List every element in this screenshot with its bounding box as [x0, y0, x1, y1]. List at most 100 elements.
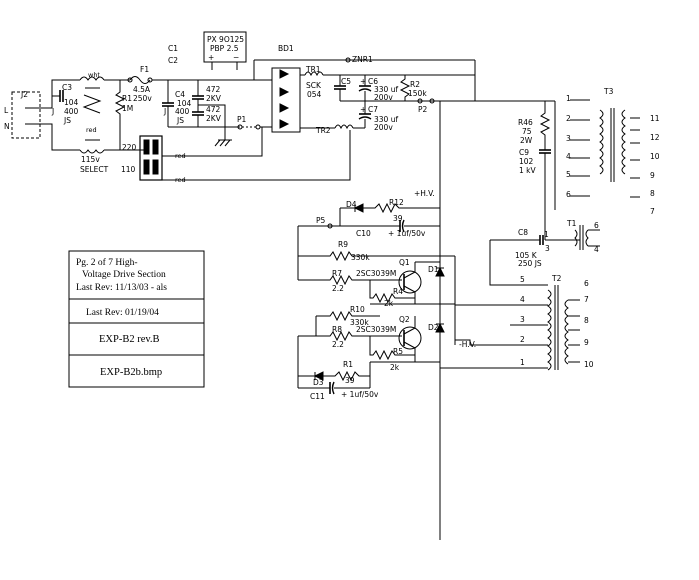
connector-p5 [327, 223, 333, 229]
label-r10-value: 330k [350, 318, 369, 327]
label-c11-value: + 1uf/50v [341, 390, 379, 399]
label-select-title: SELECT [80, 165, 109, 174]
label-c8: C8 [518, 228, 528, 237]
choke-bottom [79, 149, 105, 154]
label-c7-value: 330 uf [374, 115, 398, 124]
diode-d1 [435, 266, 445, 277]
info-title-line3: Last Rev: 11/13/03 - als [76, 283, 167, 293]
label-r10: R10 [350, 305, 365, 314]
label-t2-pin1: 1 [520, 358, 525, 367]
label-c10: C10 [356, 229, 371, 238]
resistor-r46 [539, 101, 551, 150]
label-c8-value: 105 K [515, 251, 538, 260]
label-c6-plus: + [360, 77, 366, 86]
label-tr1-sck: SCK [306, 81, 322, 90]
thermistor-tr1 [304, 71, 324, 77]
label-d4: D4 [346, 200, 357, 209]
label-c6-v: 200v [374, 93, 393, 102]
label-t1-pin3: 3 [545, 244, 550, 253]
label-r7-value: 2.2 [332, 284, 344, 293]
label-c8-v: 250 JS [518, 259, 542, 268]
label-t3-pin12: 12 [650, 133, 660, 142]
label-tr1-num: 054 [307, 90, 322, 99]
info-title-line2: Voltage Drive Section [82, 270, 166, 280]
label-tr1: TR1 [305, 65, 321, 74]
transistor-q2 [398, 326, 422, 350]
label-c11: C11 [310, 392, 325, 401]
transformer-t2 [510, 284, 580, 371]
label-f1-value: 4.5A [133, 85, 151, 94]
label-c4: C4 [175, 90, 185, 99]
resistor-r5 [369, 336, 415, 361]
label-t2: T2 [551, 274, 562, 283]
label-t3-pin10: 10 [650, 152, 660, 161]
label-d2: D2 [428, 323, 439, 332]
resistor-r10 [316, 310, 380, 322]
resistor-r7 [298, 274, 402, 286]
label-t1-pin6: 6 [594, 221, 599, 230]
resistor-r1b [323, 362, 371, 382]
label-d1: D1 [428, 265, 439, 274]
label-t2-pin8: 8 [584, 316, 589, 325]
label-t3-pin1: 1 [566, 94, 571, 103]
label-c4-value: 104 [177, 99, 192, 108]
label-t3-pin6: 6 [566, 190, 571, 199]
label-hv-plus: +H.V. [414, 189, 435, 198]
label-bd1: BD1 [278, 44, 294, 53]
label-t2-pin6: 6 [584, 279, 589, 288]
info-last-rev: Last Rev: 01/19/04 [86, 308, 159, 318]
label-r2-value: 150k [408, 89, 427, 98]
label-t1-pin4: 4 [594, 245, 599, 254]
label-f1: F1 [140, 65, 149, 74]
label-c7-plus: + [360, 105, 366, 114]
label-q1: Q1 [399, 258, 410, 267]
label-znr1: ZNR1 [352, 55, 373, 64]
label-t3-pin5: 5 [566, 170, 571, 179]
px-part [203, 31, 247, 70]
labels: J2 L N C3 104 400 JS J wht red F1 4.5A 2… [4, 35, 660, 401]
label-c472a: 472 [206, 85, 221, 94]
resistor-r2 [399, 75, 411, 101]
label-t2-pin7: 7 [584, 295, 589, 304]
label-p2: P2 [418, 105, 428, 114]
label-red2: red [175, 176, 186, 184]
label-c9-v: 1 kV [519, 166, 536, 175]
resistor-r8 [298, 330, 402, 342]
label-t1-pin1: 1 [544, 230, 549, 239]
label-r8-value: 2.2 [332, 340, 344, 349]
label-pin-l: L [4, 106, 9, 115]
label-p1: P1 [237, 115, 247, 124]
connector-j2 [11, 91, 41, 139]
resistor-r12 [363, 202, 440, 214]
label-t1: T1 [566, 219, 577, 228]
diode-d2 [435, 322, 445, 333]
info-model: EXP-B2 rev.B [99, 334, 160, 345]
label-c4-rating: 400 [175, 107, 190, 116]
label-c3-type: JS [63, 116, 71, 125]
bridge-bd1 [258, 67, 305, 133]
label-r1b-value: 39 [345, 376, 355, 385]
label-px-line1: PX 9O125 [207, 35, 244, 44]
label-t3-pin9: 9 [650, 171, 655, 180]
varistor-znr1 [345, 57, 351, 63]
label-r12: R12 [389, 198, 404, 207]
label-t2-pin3: 3 [520, 315, 525, 324]
label-t3-pin8: 8 [650, 189, 655, 198]
label-c6-value: 330 uf [374, 85, 398, 94]
label-r9: R9 [338, 240, 348, 249]
label-c9-value: 102 [519, 157, 534, 166]
label-c4-j: J [163, 107, 166, 116]
label-r1-value: 1M [122, 104, 133, 113]
label-select-110: 110 [121, 165, 136, 174]
label-c3-rating: 400 [64, 107, 79, 116]
label-c3: C3 [62, 83, 72, 92]
label-t3: T3 [603, 87, 614, 96]
label-c1: C1 [168, 44, 178, 53]
label-r46: R46 [518, 118, 533, 127]
label-c3-value: 104 [64, 98, 79, 107]
thermistor-tr2 [334, 124, 354, 130]
label-r8: R8 [332, 325, 342, 334]
label-f1-rating: 250v [133, 94, 152, 103]
label-r7: R7 [332, 269, 342, 278]
